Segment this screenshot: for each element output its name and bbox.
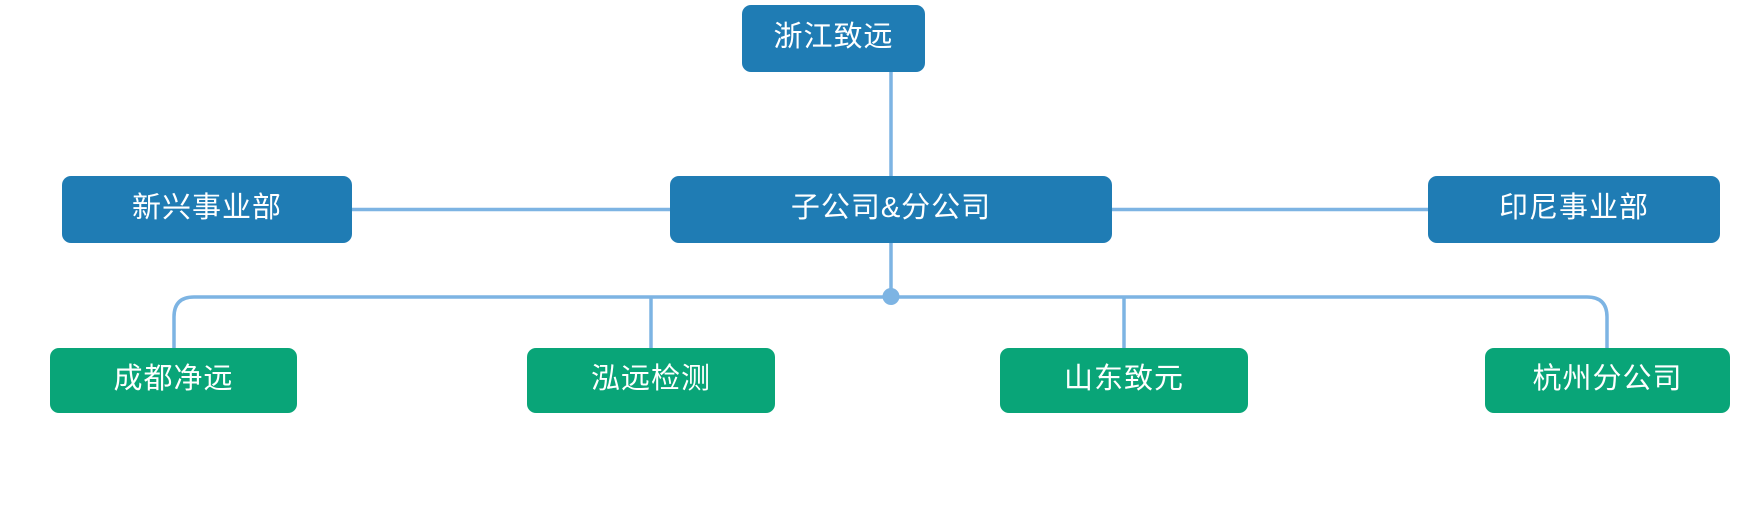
- node-child-hongyuan-jiance[interactable]: 泓远检测: [527, 348, 775, 413]
- node-division-xinxing[interactable]: 新兴事业部: [62, 176, 352, 243]
- node-root[interactable]: 浙江致远: [742, 5, 925, 72]
- node-root-label: 浙江致远: [773, 21, 894, 53]
- node-child-shandong-zhiyuan[interactable]: 山东致元: [1000, 348, 1248, 413]
- node-child-hangzhou-branch[interactable]: 杭州分公司: [1485, 348, 1730, 413]
- node-child-hongyuan-jiance-label: 泓远检测: [590, 363, 711, 395]
- junction-dot: [882, 288, 900, 305]
- node-child-hangzhou-branch-label: 杭州分公司: [1532, 363, 1683, 395]
- connector-child-bus: [172, 295, 1609, 348]
- node-subsidiaries-branches[interactable]: 子公司&分公司: [670, 176, 1112, 243]
- node-division-indonesia-label: 印尼事业部: [1498, 192, 1649, 224]
- node-child-chengdu-jingyuan-label: 成都净远: [113, 363, 234, 395]
- node-child-chengdu-jingyuan[interactable]: 成都净远: [50, 348, 297, 413]
- node-child-shandong-zhiyuan-label: 山东致元: [1063, 363, 1184, 395]
- node-division-indonesia[interactable]: 印尼事业部: [1428, 176, 1720, 243]
- node-division-xinxing-label: 新兴事业部: [131, 192, 282, 224]
- node-subsidiaries-branches-label: 子公司&分公司: [790, 192, 992, 224]
